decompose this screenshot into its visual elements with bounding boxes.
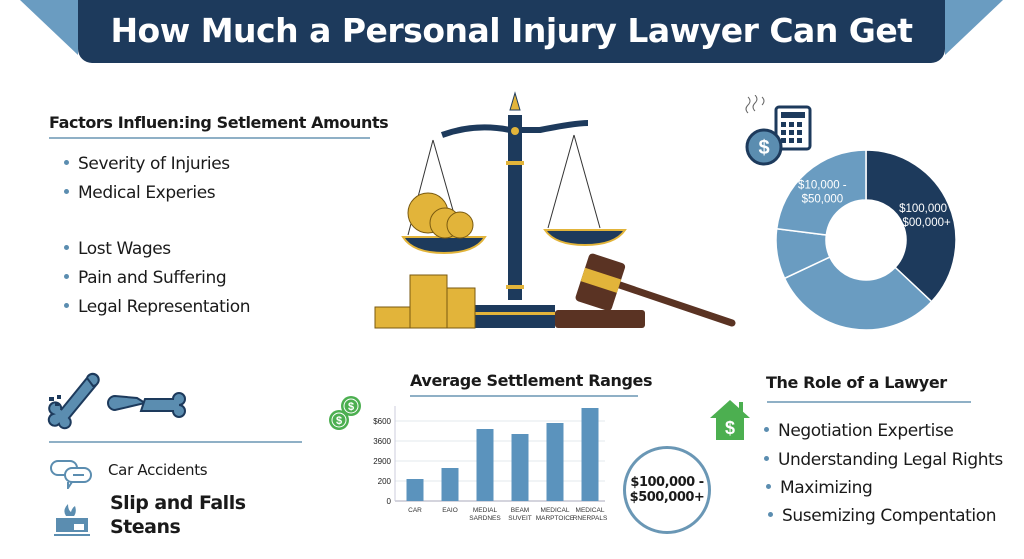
- range-circle: $100,000 - $500,000+: [623, 446, 711, 534]
- case-type-label: Slip and Falls: [110, 492, 246, 514]
- x-tick-label: SARDNES: [469, 515, 501, 522]
- bar: [546, 423, 564, 501]
- divider: [767, 401, 971, 403]
- list-item: Legal Representation: [64, 297, 250, 317]
- donut-slice: [865, 149, 957, 303]
- divider: [49, 441, 302, 443]
- bar: [581, 408, 599, 501]
- x-tick-label: RNERPALS: [573, 515, 608, 522]
- role-heading: The Role of a Lawyer: [766, 373, 947, 392]
- donut-label: $50,000: [802, 193, 844, 205]
- case-type-label: Car Accidents: [108, 461, 208, 479]
- x-tick-label: MEDICAL: [541, 507, 570, 514]
- bar: [511, 434, 529, 501]
- donut-slice: [775, 149, 867, 236]
- donut-label: $10,000 -: [798, 179, 847, 191]
- svg-text:$: $: [348, 401, 354, 413]
- fire-building-icon: [54, 504, 90, 536]
- x-tick-label: CAR: [408, 507, 422, 514]
- x-tick-label: EAIO: [442, 507, 458, 514]
- page-title: How Much a Personal Injury Lawyer Can Ge…: [78, 0, 945, 112]
- list-item: Susemizing Compentation: [768, 506, 996, 526]
- case-types: Slip and Falls Steans: [110, 491, 246, 539]
- svg-text:$: $: [758, 137, 769, 159]
- donut-label: $00,000+: [902, 217, 951, 229]
- list-item: Pain and Suffering: [64, 268, 227, 288]
- chat-bubbles-icon: [50, 460, 92, 489]
- y-tick-label: 2900: [373, 457, 391, 466]
- range-line: $100,000 -: [630, 475, 704, 490]
- list-item: Severity of Injuries: [64, 154, 230, 174]
- settlement-donut-chart: $100,000 - $00,000+ $10,000 - $50,000: [775, 149, 957, 331]
- case-type-label: Steans: [110, 516, 181, 538]
- y-tick-label: $600: [373, 417, 391, 426]
- list-item: Maximizing: [766, 478, 873, 498]
- coins-icon: [374, 192, 476, 329]
- banner-corner-triangles: [20, 0, 1003, 55]
- y-tick-label: 3600: [373, 437, 391, 446]
- broken-bone-icon: [47, 372, 186, 430]
- x-tick-label: SUVEIT: [508, 515, 532, 522]
- divider: [49, 137, 370, 139]
- scales-of-justice-illustration: [374, 91, 736, 329]
- x-tick-label: MEDICAL: [576, 507, 605, 514]
- donut-slice: [783, 256, 933, 331]
- factors-heading: Factors Influen:ing Setlement Amounts: [49, 113, 389, 132]
- list-item: Understanding Legal Rights: [764, 450, 1003, 470]
- calculator-dollar-icon: $: [745, 95, 812, 166]
- money-coins-icon: $ $: [329, 396, 361, 430]
- house-dollar-icon: $: [710, 400, 750, 440]
- list-item: Negotiation Expertise: [764, 421, 954, 441]
- y-tick-label: 0: [387, 497, 392, 506]
- x-tick-label: MEDIAL: [473, 507, 498, 514]
- donut-label: $100,000 -: [899, 203, 954, 215]
- bar: [406, 479, 424, 501]
- bar: [441, 468, 459, 501]
- chart-title: Average Settlement Ranges: [410, 371, 653, 390]
- y-tick-label: 200: [378, 477, 392, 486]
- svg-text:$: $: [336, 415, 342, 427]
- list-item: Lost Wages: [64, 239, 171, 259]
- list-item: Medical Experies: [64, 183, 216, 203]
- range-line: $500,000+: [629, 490, 705, 505]
- gavel-icon: [555, 253, 736, 328]
- x-tick-label: BEAM: [511, 507, 529, 514]
- x-tick-label: MARPTOICE: [536, 515, 575, 522]
- divider: [410, 395, 638, 397]
- bar: [476, 429, 494, 501]
- svg-text:$: $: [725, 418, 735, 438]
